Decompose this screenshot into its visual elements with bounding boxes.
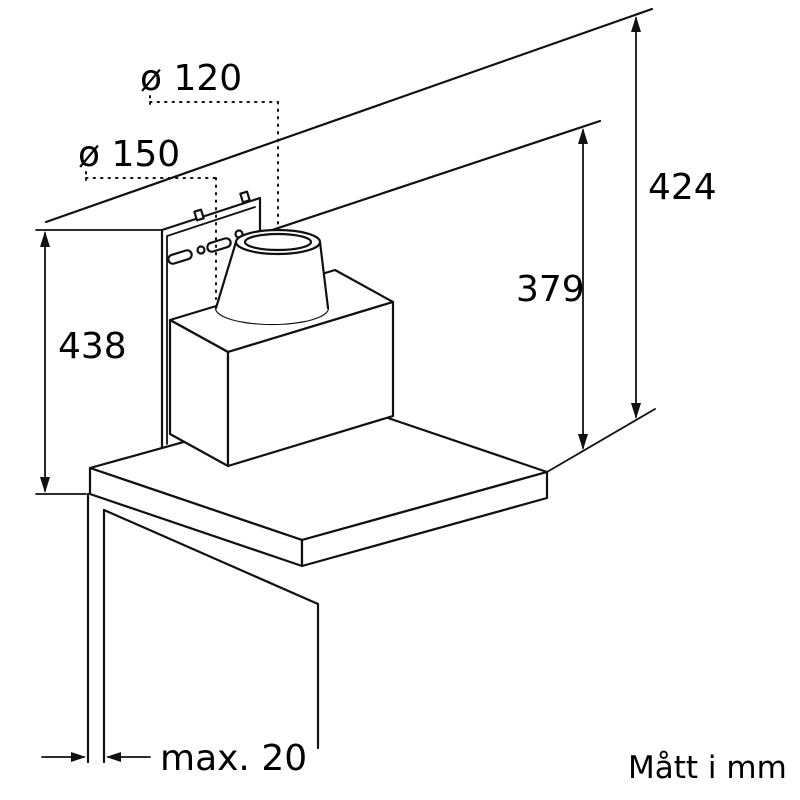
arrow-down-icon <box>578 434 588 450</box>
arrow-up-icon <box>578 128 588 144</box>
units-label: Mått i mm <box>628 750 787 786</box>
dimension-438: 438 <box>35 229 169 495</box>
clearance-label: max. 20 <box>160 738 307 779</box>
hood-canopy <box>88 398 656 568</box>
ceiling-reference-line <box>44 7 654 224</box>
arrow-right-icon <box>71 752 86 762</box>
dimension-438-label: 438 <box>58 326 127 367</box>
clearance-dimension: max. 20 <box>41 738 307 779</box>
units-note: Mått i mm <box>628 750 787 786</box>
mounting-slot-left <box>167 249 193 265</box>
dimension-424-label: 424 <box>648 167 717 208</box>
arrow-up-icon <box>631 16 641 32</box>
panel-hook-left <box>193 208 205 222</box>
wall-panel <box>86 492 320 764</box>
arrow-down-icon <box>40 477 50 493</box>
blower-box-front-face <box>226 300 395 468</box>
dimension-424: 424 <box>631 16 717 419</box>
dimension-379-label: 379 <box>516 269 585 310</box>
mounting-screw-left <box>196 245 206 255</box>
mounting-slot-right <box>206 237 232 253</box>
diameter-120-callout: ø 120 <box>140 58 279 229</box>
diameter-120-label: ø 120 <box>140 58 242 99</box>
blower-box <box>168 268 395 468</box>
panel-hook-right <box>239 190 251 204</box>
dimension-379: 379 <box>516 128 588 450</box>
arrow-up-icon <box>40 231 50 247</box>
diameter-150-callout: ø 150 <box>78 134 217 300</box>
canopy-front-right-face <box>300 470 549 568</box>
arrow-left-icon <box>106 752 121 762</box>
diameter-150-label: ø 150 <box>78 134 180 175</box>
duct-opening-ellipse <box>243 232 313 252</box>
duct-cone <box>214 228 330 326</box>
arrow-down-icon <box>631 403 641 419</box>
